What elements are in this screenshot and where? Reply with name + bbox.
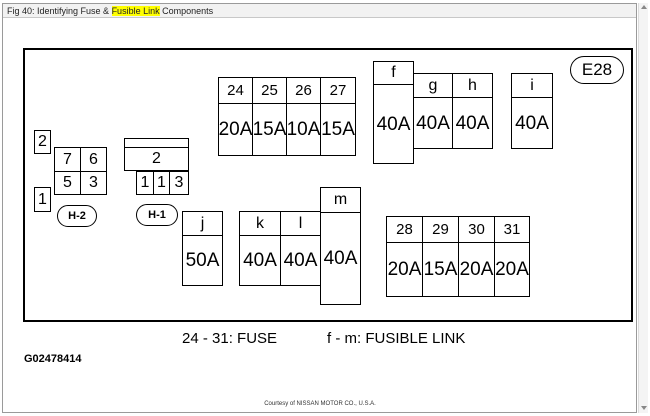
fuse-rating-26: 10A — [286, 103, 321, 156]
h1-pin-1a: 1 — [136, 171, 154, 195]
h1-pin-3: 3 — [169, 171, 189, 195]
fuse-label-26: 26 — [286, 77, 321, 104]
legend-fusible-link: f - m: FUSIBLE LINK — [327, 330, 466, 347]
fuse-rating-31: 20A — [494, 242, 530, 297]
h2-connector-tag: H-2 — [57, 205, 97, 227]
figure-title-bar: Fig 40: Identifying Fuse & Fusible Link … — [3, 4, 636, 18]
fuse-rating-30: 20A — [458, 242, 495, 297]
h1-connector-tag: H-1 — [136, 204, 178, 226]
fusible-rating-l: 40A — [280, 235, 321, 286]
fusible-label-j: j — [182, 211, 223, 236]
title-text-start: Fig 40: Identifying Fuse & — [7, 6, 112, 16]
fusible-label-f: f — [373, 61, 414, 85]
h2-pin-6: 6 — [80, 147, 107, 172]
h2-pin-5: 5 — [54, 171, 81, 195]
fuse-rating-24: 20A — [218, 103, 253, 156]
h1-pin-2: 2 — [124, 147, 189, 171]
fusible-label-i: i — [511, 73, 553, 98]
h2-pin-2: 2 — [34, 130, 51, 154]
fusible-rating-f: 40A — [373, 84, 414, 164]
fusible-rating-k: 40A — [239, 235, 281, 286]
h1-pin-1b: 1 — [153, 171, 170, 195]
h2-pin-7: 7 — [54, 147, 81, 172]
scroll-up-arrow-icon[interactable] — [641, 5, 647, 9]
fuse-label-25: 25 — [252, 77, 287, 104]
fuse-label-29: 29 — [422, 216, 459, 243]
fuse-label-24: 24 — [218, 77, 253, 104]
image-credit: Courtesy of NISSAN MOTOR CO., U.S.A. — [264, 401, 376, 407]
title-text-end: Components — [159, 6, 214, 16]
fuse-rating-27: 15A — [320, 103, 356, 156]
fusible-rating-m: 40A — [320, 212, 361, 305]
figure-id: G02478414 — [24, 353, 82, 365]
scroll-down-arrow-icon[interactable] — [641, 406, 647, 410]
fuse-label-30: 30 — [458, 216, 495, 243]
fuse-label-27: 27 — [320, 77, 356, 104]
h2-pin-1: 1 — [34, 187, 51, 212]
fusible-label-h: h — [452, 73, 493, 98]
fusible-rating-h: 40A — [452, 97, 493, 149]
fusible-rating-g: 40A — [413, 97, 453, 149]
h2-pin-3: 3 — [80, 171, 107, 195]
title-highlight: Fusible Link — [111, 6, 160, 16]
connector-id-badge: E28 — [570, 56, 624, 84]
legend-fuse: 24 - 31: FUSE — [182, 330, 278, 347]
fuse-rating-28: 20A — [386, 242, 423, 297]
fusible-label-m: m — [320, 187, 361, 213]
fuse-label-31: 31 — [494, 216, 530, 243]
fusible-label-l: l — [280, 211, 321, 236]
fusible-label-k: k — [239, 211, 281, 236]
fuse-rating-29: 15A — [422, 242, 459, 297]
vertical-scrollbar[interactable] — [638, 3, 648, 413]
document-frame — [2, 3, 637, 413]
fuse-rating-25: 15A — [252, 103, 287, 156]
fuse-label-28: 28 — [386, 216, 423, 243]
fuse-block-outline — [23, 48, 633, 322]
fusible-label-g: g — [413, 73, 453, 98]
fusible-rating-j: 50A — [182, 235, 223, 286]
fusible-rating-i: 40A — [511, 97, 553, 149]
